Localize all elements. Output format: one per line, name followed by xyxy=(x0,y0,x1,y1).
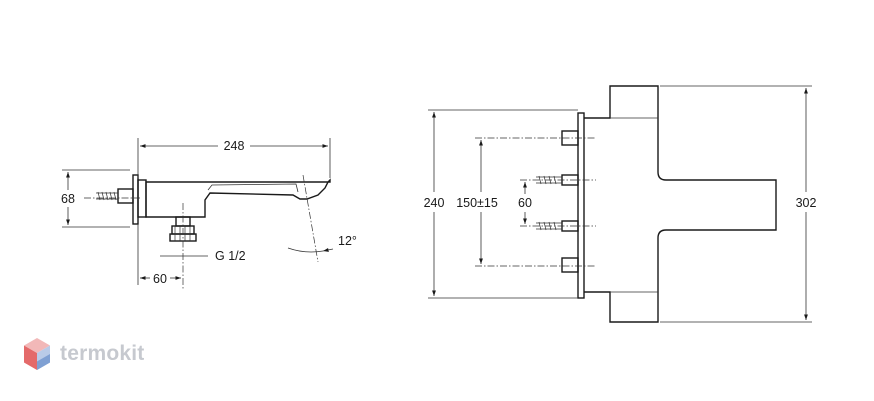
wall-screw xyxy=(96,188,134,204)
spout-body xyxy=(145,178,331,218)
wall-plate-front xyxy=(577,112,585,299)
dim-label-length: 248 xyxy=(224,139,245,153)
dim-label-total: 302 xyxy=(796,196,817,210)
brand-name: termokit xyxy=(60,342,145,365)
spout-contour-line xyxy=(207,183,299,193)
lower-inlet-block xyxy=(561,257,579,273)
angle-label: 12° xyxy=(338,234,357,248)
logo-face-accent xyxy=(37,354,50,370)
logo-face-left xyxy=(24,345,37,370)
brand-logo: termokit xyxy=(22,337,144,371)
mixer-front-view: 240 150±15 60 302 xyxy=(424,85,817,323)
angle-arc xyxy=(287,247,324,253)
angle-tick xyxy=(322,247,334,252)
dim-label-offset: 60 xyxy=(153,272,167,286)
dim-label-center: 150±15 xyxy=(456,196,498,210)
mixer-body xyxy=(584,85,777,323)
wall-plate xyxy=(132,174,139,225)
spout-side-view: 248 68 G 1/2 60 12° xyxy=(61,138,357,290)
thread-label: G 1/2 xyxy=(215,249,246,263)
dim-label-inner: 60 xyxy=(518,196,532,210)
dim-label-outer: 240 xyxy=(424,196,445,210)
hexagon-cube-icon xyxy=(24,338,50,370)
angle-ref-line xyxy=(302,174,319,263)
dim-label-height: 68 xyxy=(61,192,75,206)
mounting-block xyxy=(137,179,147,218)
